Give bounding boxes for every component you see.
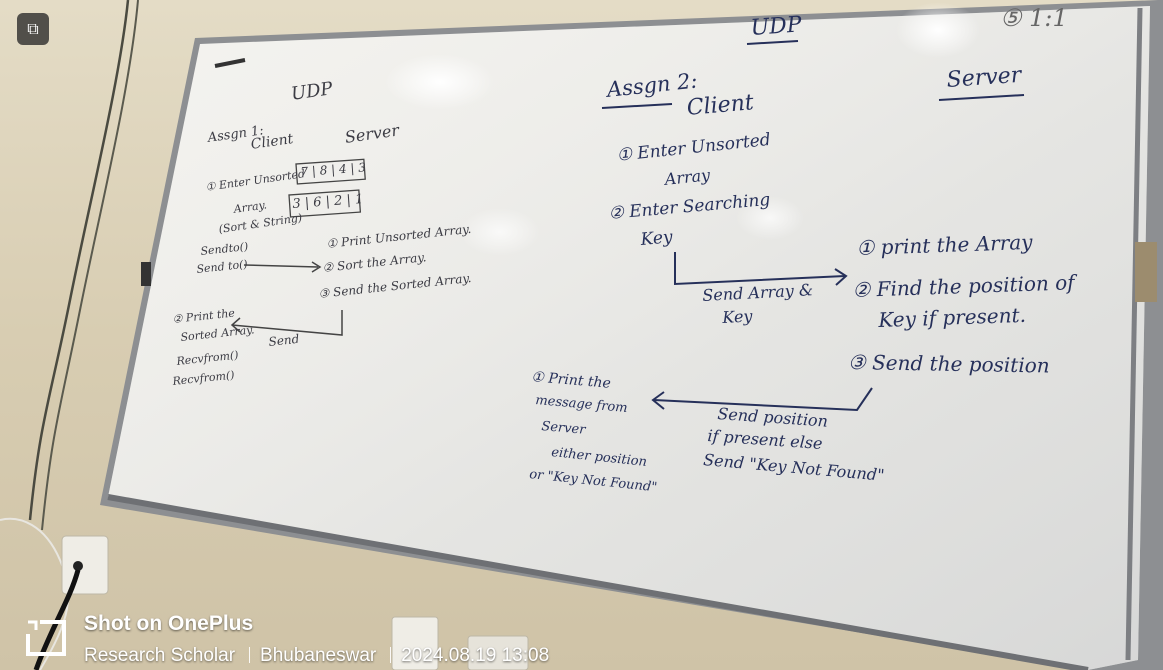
right-client-step-2: Array: [663, 165, 711, 189]
right-client-print-3: Server: [540, 419, 586, 438]
watermark-location: Bhubaneswar: [260, 645, 377, 666]
camera-toggle-icon: ⧉: [27, 19, 39, 38]
watermark-separator: [249, 647, 251, 663]
watermark-author: Research Scholar: [84, 645, 236, 666]
right-server-step-3: Key if present.: [877, 302, 1027, 332]
watermark-separator: [390, 647, 392, 663]
board-udp-title: UDP: [749, 12, 803, 41]
board-corner-note: ⑤ 1:1: [1000, 4, 1068, 32]
right-client-label: Client: [685, 90, 755, 121]
right-server-step-1: ① print the Array: [855, 229, 1033, 260]
right-arrow1-label-2: Key: [721, 306, 753, 327]
camera-toggle-button[interactable]: ⧉: [17, 13, 49, 45]
right-client-step-4: Key: [639, 227, 674, 250]
watermark-datetime: 2024.08.19 13:08: [401, 645, 550, 666]
right-server-step-4: ③ Send the position: [847, 350, 1050, 378]
wall-socket: [61, 535, 109, 595]
oneplus-logo-icon: [26, 620, 66, 656]
right-server-label: Server: [945, 62, 1023, 93]
left-send-label: Send: [267, 331, 300, 349]
watermark-meta: Research Scholar Bhubaneswar 2024.08.19 13…: [84, 645, 549, 667]
watermark-brand: Shot on OnePlus: [84, 612, 254, 635]
